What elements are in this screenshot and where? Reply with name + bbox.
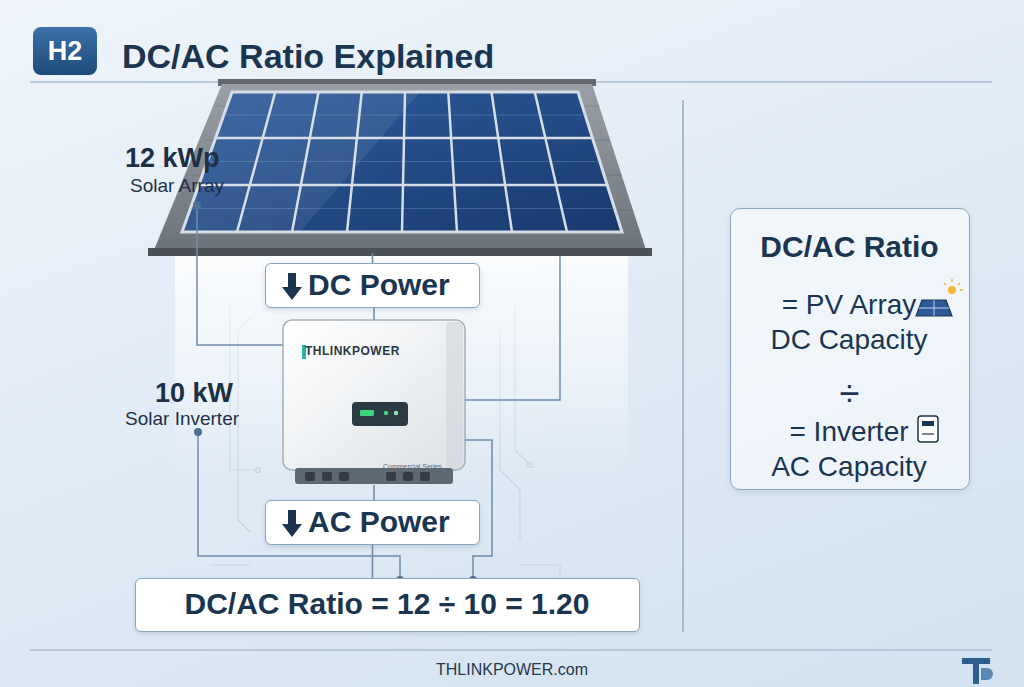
flow-label: AC Power [308, 505, 450, 539]
footer-url: THLINKPOWER.com [0, 660, 1024, 680]
display-light [384, 411, 388, 415]
display-light [360, 410, 374, 416]
division-sign: ÷ [731, 374, 968, 414]
page-title: DC/AC Ratio Explained [122, 36, 494, 76]
inverter-body [283, 320, 465, 470]
circuit-trace [210, 564, 250, 565]
formula-text: DC/AC Ratio = 12 ÷ 10 = 1.20 [136, 587, 638, 621]
flow-label: DC Power [308, 268, 450, 302]
solar-array: 12 kWpSolar Array [100, 85, 645, 253]
house-wall [175, 246, 628, 480]
roof [154, 84, 646, 250]
footer-rule [30, 649, 992, 651]
flow-connector [373, 308, 375, 320]
solar-panel-icon [916, 300, 952, 316]
formula-box: DC/AC Ratio = 12 ÷ 10 = 1.20 [135, 578, 640, 632]
inverter-icon-display [922, 421, 934, 426]
down-arrow-icon [282, 510, 302, 537]
series-name: Commercial Series [383, 462, 442, 471]
inverter-display [352, 402, 408, 426]
leader-dot [194, 428, 202, 436]
roof-eave [148, 248, 652, 256]
port [305, 472, 315, 481]
flow-connector [372, 545, 374, 578]
formula-panel: DC/AC Ratio = PV Array DC Capacity ÷= Inve… [730, 208, 970, 490]
solar-panels [182, 92, 622, 232]
port [339, 472, 349, 481]
display-light [394, 411, 398, 415]
capacity-value: 12 kWp [125, 143, 220, 173]
inverter-icon [918, 416, 938, 442]
port [322, 472, 332, 481]
leader-dots [193, 201, 477, 584]
brand-name: THLINKPOWER [305, 344, 400, 358]
inverter-side [446, 322, 463, 468]
sun-icon [948, 286, 956, 294]
formula-term: = PV Array DC Capacity [769, 287, 929, 357]
capacity-value: 10 kW [155, 378, 233, 408]
inverter-base [295, 468, 453, 484]
panel-heading: DC/AC Ratio [731, 229, 968, 265]
badge-text: H2 [33, 36, 97, 66]
port [420, 472, 430, 481]
component-name: Solar Array [130, 175, 224, 197]
flow-connector [373, 485, 375, 500]
flow-connector [372, 253, 374, 263]
component-name: Solar Inverter [125, 408, 239, 430]
brand-logo [981, 668, 993, 680]
inverter-ports [305, 472, 430, 481]
leader-dot [193, 201, 201, 209]
leader-lines [197, 205, 560, 578]
flow-box: DC Power [265, 263, 480, 308]
panel-icon-grid [919, 300, 949, 316]
inverter-icon-line [922, 433, 934, 434]
down-arrow-icon [282, 273, 302, 300]
inverter-unit: 10 kWSolar InverterTHLINKPOWERCommercial… [283, 320, 465, 485]
formula-term: = Inverter AC Capacity [769, 414, 929, 484]
port [403, 472, 413, 481]
port [386, 472, 396, 481]
heading-badge: H2 [33, 27, 97, 75]
sun-rays [944, 279, 963, 290]
column-divider [682, 100, 684, 632]
flow-box: AC Power [265, 500, 480, 545]
tile-row [168, 240, 643, 241]
